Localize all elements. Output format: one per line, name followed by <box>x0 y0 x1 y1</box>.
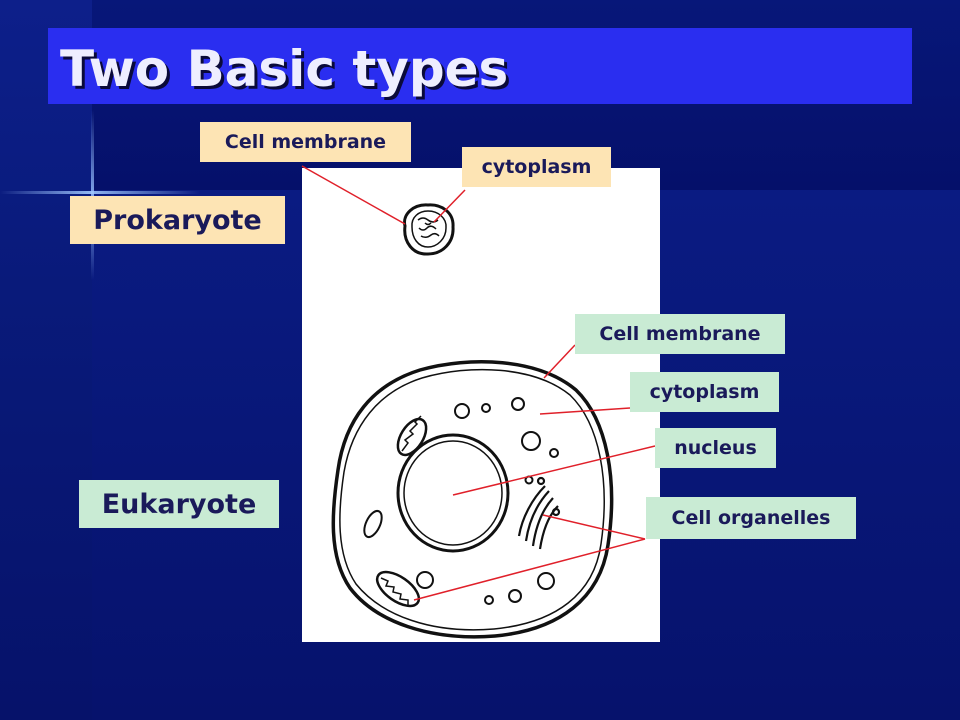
golgi-apparatus <box>517 476 561 550</box>
light-flare-horizontal <box>0 191 200 194</box>
pointer-eukaryote-membrane <box>543 344 576 379</box>
light-flare-vertical <box>91 110 94 280</box>
eukaryote-cell <box>331 360 614 639</box>
slide-title: Two Basic types <box>60 40 509 98</box>
label-eukaryote-cell-organelles: Cell organelles <box>646 497 856 539</box>
label-eukaryote-cell-membrane: Cell membrane <box>575 314 785 354</box>
label-prokaryote: Prokaryote <box>70 196 285 244</box>
mitochondrion-upper <box>396 415 428 457</box>
pointer-prokaryote-cytoplasm <box>433 189 466 223</box>
nucleus-shape <box>396 433 510 553</box>
label-eukaryote: Eukaryote <box>79 480 279 528</box>
label-eukaryote-nucleus: nucleus <box>655 428 776 468</box>
label-prokaryote-cell-membrane: Cell membrane <box>200 122 411 162</box>
pointer-eukaryote-cytoplasm <box>539 407 631 415</box>
pointer-lines <box>301 165 656 601</box>
pointer-organelles-mito <box>413 538 646 601</box>
label-eukaryote-cytoplasm: cytoplasm <box>630 372 779 412</box>
diagram-panel <box>302 168 660 642</box>
prokaryote-cell <box>403 203 455 256</box>
pointer-organelles-golgi <box>542 514 646 540</box>
pointer-prokaryote-membrane <box>301 165 406 225</box>
pointer-eukaryote-nucleus <box>452 445 656 496</box>
background-left-panel <box>0 0 92 720</box>
mitochondrion-lower <box>375 570 421 608</box>
label-prokaryote-cytoplasm: cytoplasm <box>462 147 611 187</box>
title-bar <box>48 28 912 104</box>
